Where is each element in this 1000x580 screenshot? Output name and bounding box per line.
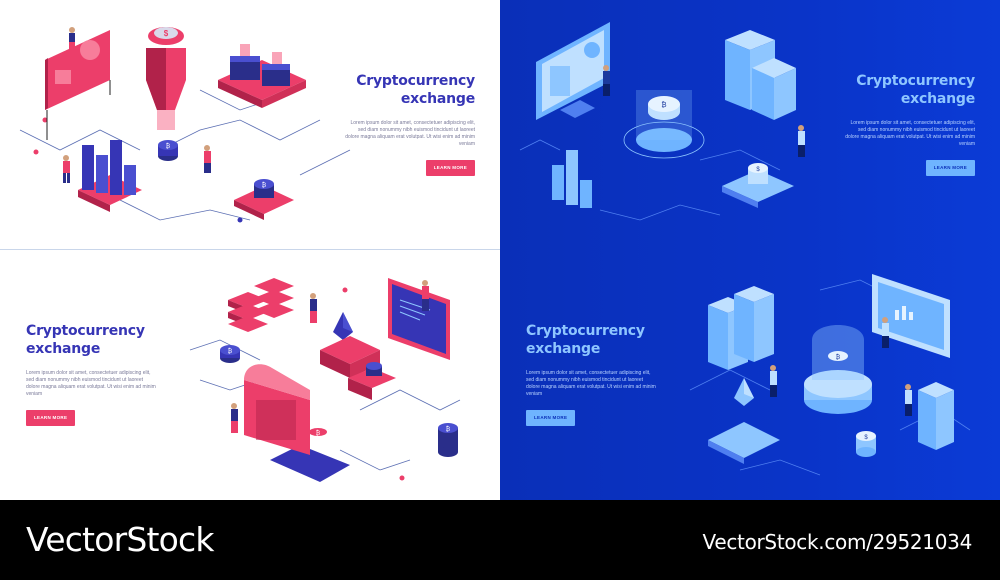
tablet-icon bbox=[872, 274, 950, 358]
title-line-1: Cryptocurrency bbox=[356, 73, 475, 89]
person-figure-icon bbox=[231, 403, 238, 433]
title-line-1: Cryptocurrency bbox=[526, 323, 645, 339]
person-figure-icon bbox=[603, 65, 610, 96]
title-line-1: Cryptocurrency bbox=[856, 73, 975, 89]
isometric-illustration-3: ₿ ₿ ₿ bbox=[189, 278, 461, 482]
person-figure-icon bbox=[905, 384, 912, 416]
isometric-illustration-1: $ ₿ bbox=[19, 27, 351, 223]
bitcoin-coin-icon: ₿ bbox=[158, 140, 178, 161]
title-line-2: exchange bbox=[526, 341, 601, 357]
person-figure-icon bbox=[204, 145, 211, 173]
presentation-board bbox=[45, 30, 111, 140]
person-figure-icon bbox=[798, 125, 805, 157]
learn-more-button[interactable]: LEARN MORE bbox=[925, 160, 975, 176]
stock-image-id: VectorStock.com/29521034 bbox=[702, 530, 973, 554]
isometric-illustration-4: ₿ bbox=[689, 274, 971, 476]
bitcoin-coin-icon bbox=[348, 362, 396, 400]
vectorstock-logo: VectorStock bbox=[26, 520, 214, 559]
person-figure-icon bbox=[770, 365, 777, 397]
learn-more-button[interactable]: LEARN MORE bbox=[526, 410, 576, 426]
server-rack-icon bbox=[228, 278, 294, 332]
panel-title: Cryptocurrency exchange bbox=[526, 322, 656, 358]
text-block-4: Cryptocurrency exchange Lorem ipsum dolo… bbox=[526, 322, 656, 426]
svg-text:₿: ₿ bbox=[316, 430, 321, 437]
conveyor-tunnel: ₿ bbox=[244, 364, 350, 482]
circuit-lines bbox=[19, 89, 351, 221]
svg-text:₿: ₿ bbox=[661, 101, 666, 109]
server-rack-icon bbox=[725, 30, 796, 120]
bitcoin-coin-icon: ₿ bbox=[220, 345, 240, 363]
title-line-2: exchange bbox=[400, 91, 475, 107]
learn-more-button[interactable]: LEARN MORE bbox=[425, 160, 475, 176]
panel-title: Cryptocurrency exchange bbox=[26, 322, 156, 358]
panel-description: Lorem ipsum dolor sit amet, consectetuer… bbox=[845, 120, 975, 147]
svg-text:₿: ₿ bbox=[228, 348, 233, 355]
svg-text:₿: ₿ bbox=[836, 354, 841, 361]
banner-grid: $ ₿ bbox=[0, 0, 1000, 500]
person-figure-icon bbox=[69, 27, 75, 50]
svg-text:$: $ bbox=[756, 167, 760, 173]
ethereum-crystal-icon bbox=[320, 312, 380, 378]
crypto-funnel: $ bbox=[146, 27, 186, 130]
bitcoin-coin-icon: ₿ bbox=[234, 179, 294, 220]
bar-chart-icon bbox=[552, 150, 592, 208]
panel-description: Lorem ipsum dolor sit amet, consectetuer… bbox=[526, 370, 656, 397]
banner-panel-3: ₿ ₿ ₿ bbox=[0, 250, 500, 500]
server-rack-icon bbox=[918, 382, 954, 450]
person-figure-icon bbox=[63, 155, 70, 183]
circuit-lines bbox=[519, 139, 781, 221]
person-figure-icon bbox=[882, 317, 889, 348]
svg-text:₿: ₿ bbox=[262, 182, 267, 189]
text-block-3: Cryptocurrency exchange Lorem ipsum dolo… bbox=[26, 322, 156, 426]
banner-panel-2: ₿ bbox=[500, 0, 1000, 250]
bitcoin-coin-icon: ₿ bbox=[438, 423, 458, 457]
monitor-icon bbox=[388, 278, 450, 360]
title-line-2: exchange bbox=[900, 91, 975, 107]
learn-more-button[interactable]: LEARN MORE bbox=[26, 410, 76, 426]
text-block-2: Cryptocurrency exchange Lorem ipsum dolo… bbox=[845, 72, 975, 176]
isometric-illustration-2: ₿ bbox=[519, 22, 805, 221]
text-block-1: Cryptocurrency exchange Lorem ipsum dolo… bbox=[345, 72, 475, 176]
panel-description: Lorem ipsum dolor sit amet, consectetuer… bbox=[26, 370, 156, 397]
person-figure-icon bbox=[422, 280, 429, 311]
svg-text:₿: ₿ bbox=[166, 143, 171, 150]
banner-panel-1: $ ₿ bbox=[0, 0, 500, 250]
banner-panel-4: ₿ bbox=[500, 250, 1000, 500]
panel-title: Cryptocurrency exchange bbox=[845, 72, 975, 108]
server-rack-icon bbox=[708, 286, 774, 370]
title-line-1: Cryptocurrency bbox=[26, 323, 145, 339]
person-figure-icon bbox=[310, 293, 317, 323]
server-rack-icon bbox=[218, 44, 306, 108]
dollar-coin-icon: $ bbox=[164, 29, 169, 38]
svg-text:₿: ₿ bbox=[446, 426, 451, 433]
title-line-2: exchange bbox=[26, 341, 101, 357]
watermark-footer: VectorStock VectorStock.com/29521034 bbox=[0, 500, 1000, 580]
monitor-icon bbox=[536, 22, 610, 120]
bitcoin-coin-icon: ₿ bbox=[623, 90, 705, 159]
dollar-coin-icon: $ bbox=[856, 431, 876, 457]
dollar-coin-icon: $ bbox=[722, 163, 794, 208]
panel-title: Cryptocurrency exchange bbox=[345, 72, 475, 108]
panel-description: Lorem ipsum dolor sit amet, consectetuer… bbox=[345, 120, 475, 147]
svg-text:$: $ bbox=[864, 435, 868, 441]
bar-chart-icon bbox=[78, 140, 142, 212]
bitcoin-coin-icon: ₿ bbox=[804, 325, 872, 414]
ethereum-crystal-icon bbox=[708, 378, 780, 464]
